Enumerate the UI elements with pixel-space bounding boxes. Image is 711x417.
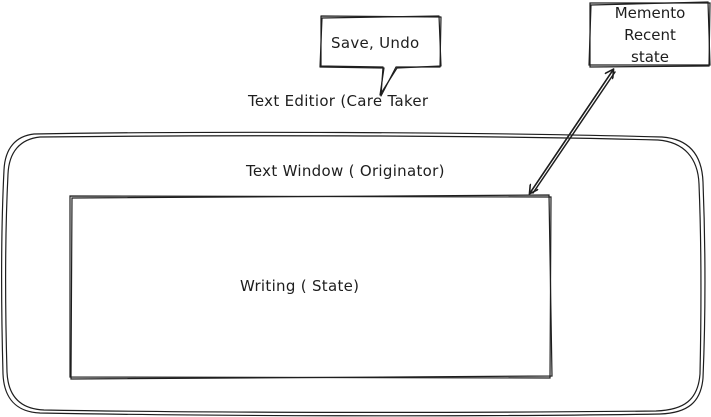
caretaker-container	[1, 131, 706, 417]
memento-line-2: Recent	[624, 26, 676, 44]
memento-line-1: Memento	[614, 4, 686, 22]
callout-text: Save, Undo	[331, 34, 420, 52]
caretaker-label: Text Editior (Care Taker	[248, 92, 429, 110]
memento-box	[588, 1, 711, 68]
save-undo-callout	[319, 15, 442, 97]
originator-label: Text Window ( Originator)	[246, 162, 445, 180]
memento-arrow	[530, 70, 616, 193]
state-label: Writing ( State)	[240, 277, 360, 295]
memento-text: Memento Recent state	[588, 2, 711, 68]
state-box	[69, 194, 553, 380]
memento-line-3: state	[631, 48, 669, 66]
